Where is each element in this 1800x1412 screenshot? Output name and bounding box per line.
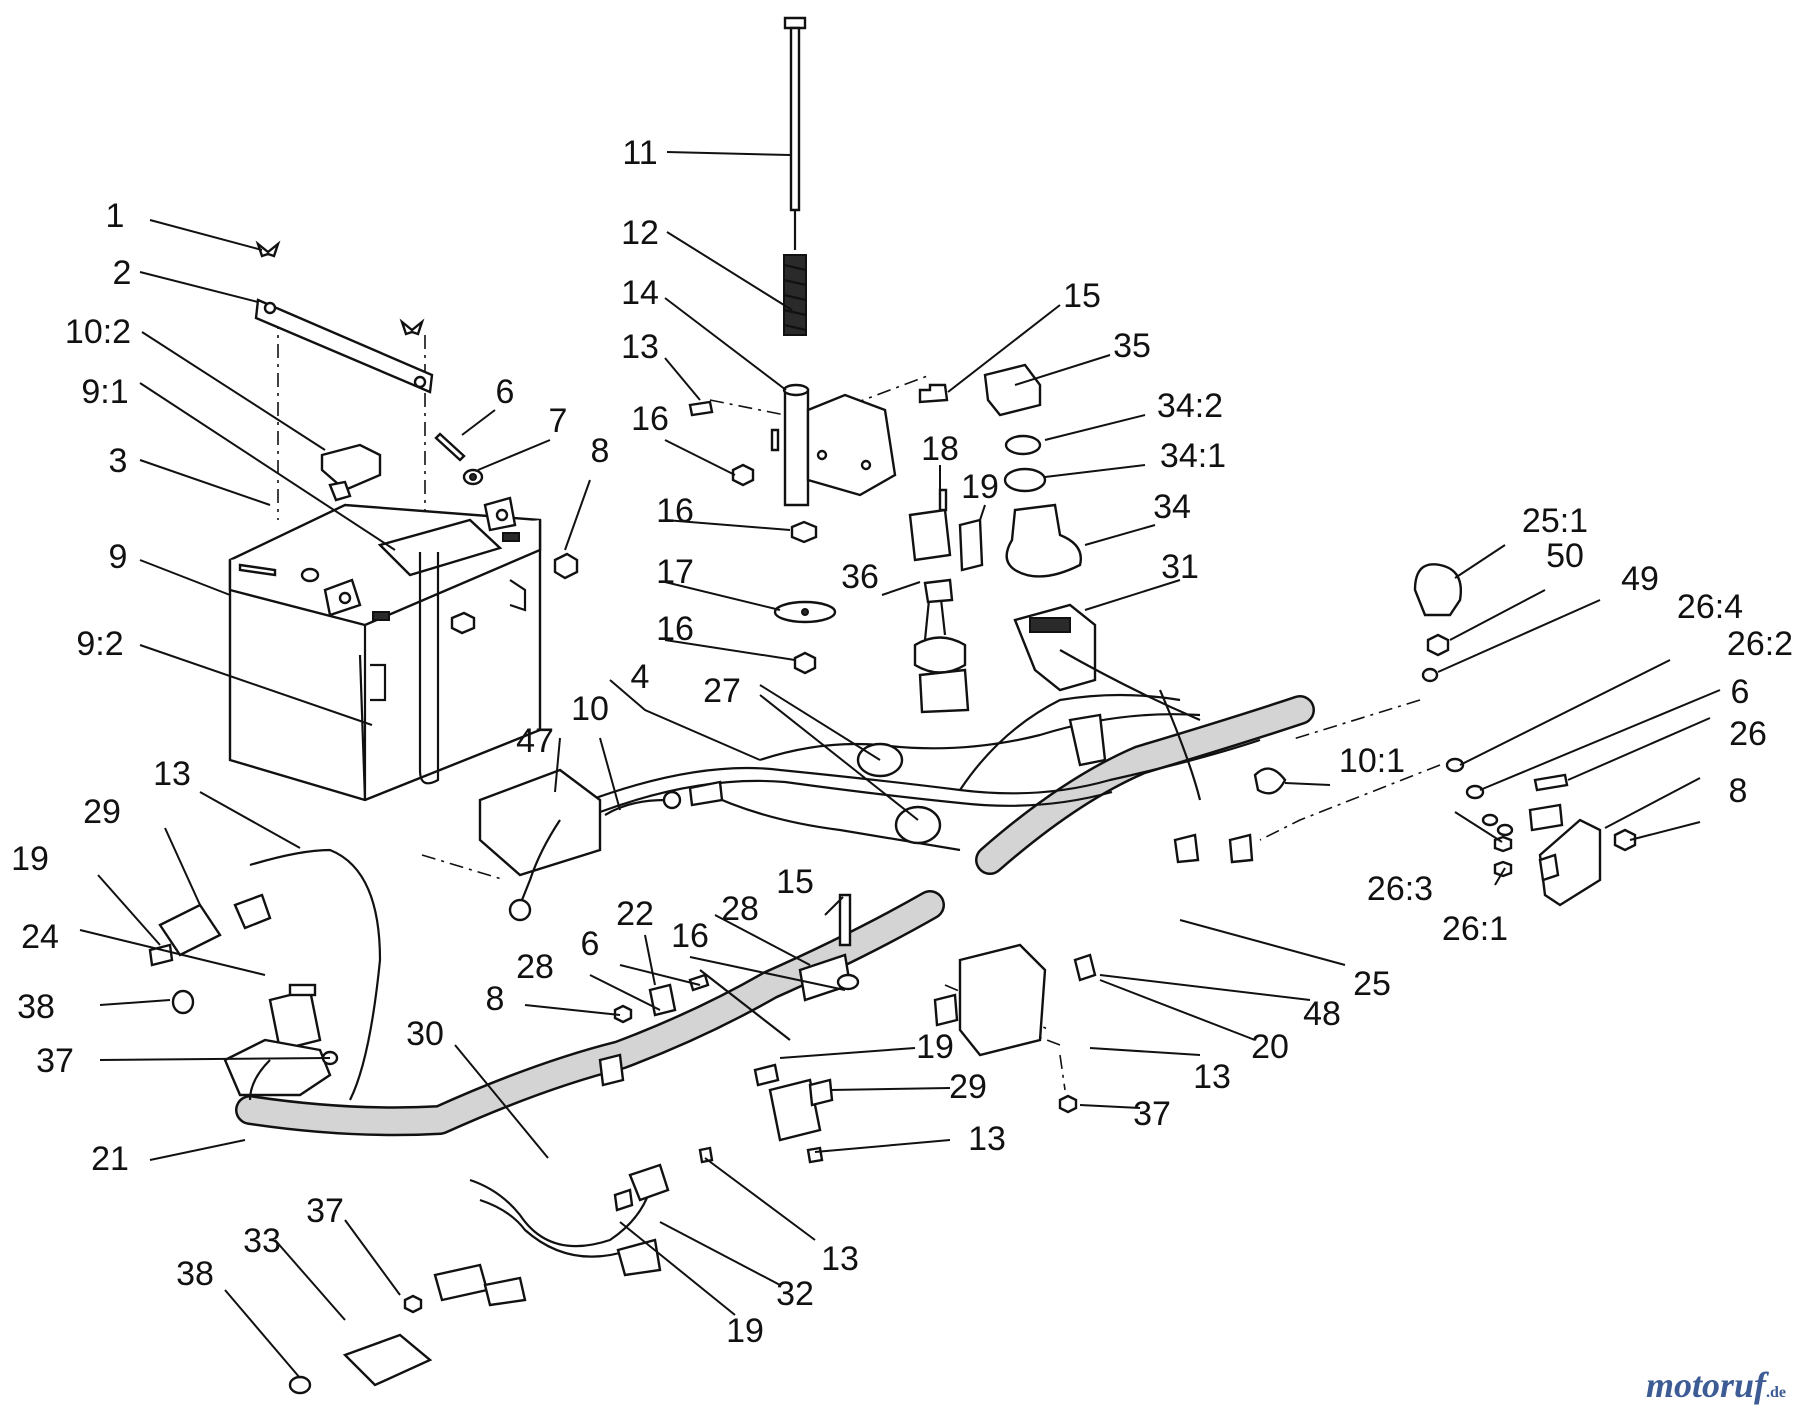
callout-33: 33	[243, 1222, 281, 1260]
callout-8: 8	[1729, 772, 1748, 810]
callout-6: 6	[1731, 673, 1750, 711]
callout-26-1: 26:1	[1442, 910, 1508, 948]
callout-10-2: 10:2	[65, 313, 131, 351]
callout-38: 38	[17, 988, 55, 1026]
callout-12: 12	[621, 214, 659, 252]
callout-37: 37	[1133, 1095, 1171, 1133]
callout-10: 10	[571, 690, 609, 728]
callout-16: 16	[631, 400, 669, 438]
callout-2: 2	[113, 254, 132, 292]
callout-6: 6	[496, 373, 515, 411]
callout-38: 38	[176, 1255, 214, 1293]
callout-37: 37	[36, 1042, 74, 1080]
callout-17: 17	[656, 553, 694, 591]
callout-19: 19	[11, 840, 49, 878]
callout-26-3: 26:3	[1367, 870, 1433, 908]
callout-34-1: 34:1	[1160, 437, 1226, 475]
callout-19: 19	[726, 1312, 764, 1350]
callout-50: 50	[1546, 537, 1584, 575]
callout-19: 19	[916, 1028, 954, 1066]
callout-28: 28	[516, 948, 554, 986]
callout-26-2: 26:2	[1727, 625, 1793, 663]
battery-group	[228, 240, 579, 802]
callout-15: 15	[1063, 277, 1101, 315]
callout-8: 8	[591, 432, 610, 470]
callout-7: 7	[549, 402, 568, 440]
callout-26: 26	[1729, 715, 1767, 753]
callout-labels: 1 2 10:2 9:1 3 9 9:2 6 7 8 11 12 14 13 1…	[11, 134, 1793, 1350]
callout-26-4: 26:4	[1677, 588, 1743, 626]
callout-16: 16	[656, 610, 694, 648]
callout-16: 16	[656, 492, 694, 530]
callout-16: 16	[671, 917, 709, 955]
lower-components	[148, 848, 1097, 1395]
callout-19: 19	[961, 468, 999, 506]
callout-48: 48	[1303, 995, 1341, 1033]
callout-32: 32	[776, 1275, 814, 1313]
callout-25: 25	[1353, 965, 1391, 1003]
callout-34: 34	[1153, 488, 1191, 526]
callout-9: 9	[109, 538, 128, 576]
callout-13: 13	[621, 328, 659, 366]
callout-3: 3	[109, 442, 128, 480]
callout-22: 22	[616, 895, 654, 933]
callout-13: 13	[1193, 1058, 1231, 1096]
callout-27: 27	[703, 672, 741, 710]
brand-logo: motoruf.de	[1645, 1365, 1786, 1405]
callout-4: 4	[631, 658, 650, 696]
callout-8: 8	[486, 980, 505, 1018]
callout-47: 47	[516, 722, 554, 760]
steering-group	[688, 16, 1097, 714]
callout-9-2: 9:2	[76, 625, 123, 663]
callout-25-1: 25:1	[1522, 502, 1588, 540]
callout-15: 15	[776, 863, 814, 901]
callout-21: 21	[91, 1140, 129, 1178]
callout-18: 18	[921, 430, 959, 468]
callout-34-2: 34:2	[1157, 387, 1223, 425]
callout-13: 13	[968, 1120, 1006, 1158]
callout-36: 36	[841, 558, 879, 596]
callout-14: 14	[621, 274, 659, 312]
callout-6: 6	[581, 925, 600, 963]
callout-11: 11	[622, 134, 657, 172]
callout-28: 28	[721, 890, 759, 928]
callout-20: 20	[1251, 1028, 1289, 1066]
callout-37: 37	[306, 1192, 344, 1230]
callout-13: 13	[153, 755, 191, 793]
callout-24: 24	[21, 918, 59, 956]
right-components	[1413, 563, 1637, 907]
callout-29: 29	[83, 793, 121, 831]
callout-1: 1	[106, 197, 125, 235]
callout-9-1: 9:1	[81, 373, 128, 411]
callout-29: 29	[949, 1068, 987, 1106]
callout-35: 35	[1113, 327, 1151, 365]
callout-13: 13	[821, 1240, 859, 1278]
leader-lines	[79, 151, 1721, 1379]
callout-10-1: 10:1	[1339, 742, 1405, 780]
callout-30: 30	[406, 1015, 444, 1053]
callout-49: 49	[1621, 560, 1659, 598]
callout-31: 31	[1161, 548, 1199, 586]
